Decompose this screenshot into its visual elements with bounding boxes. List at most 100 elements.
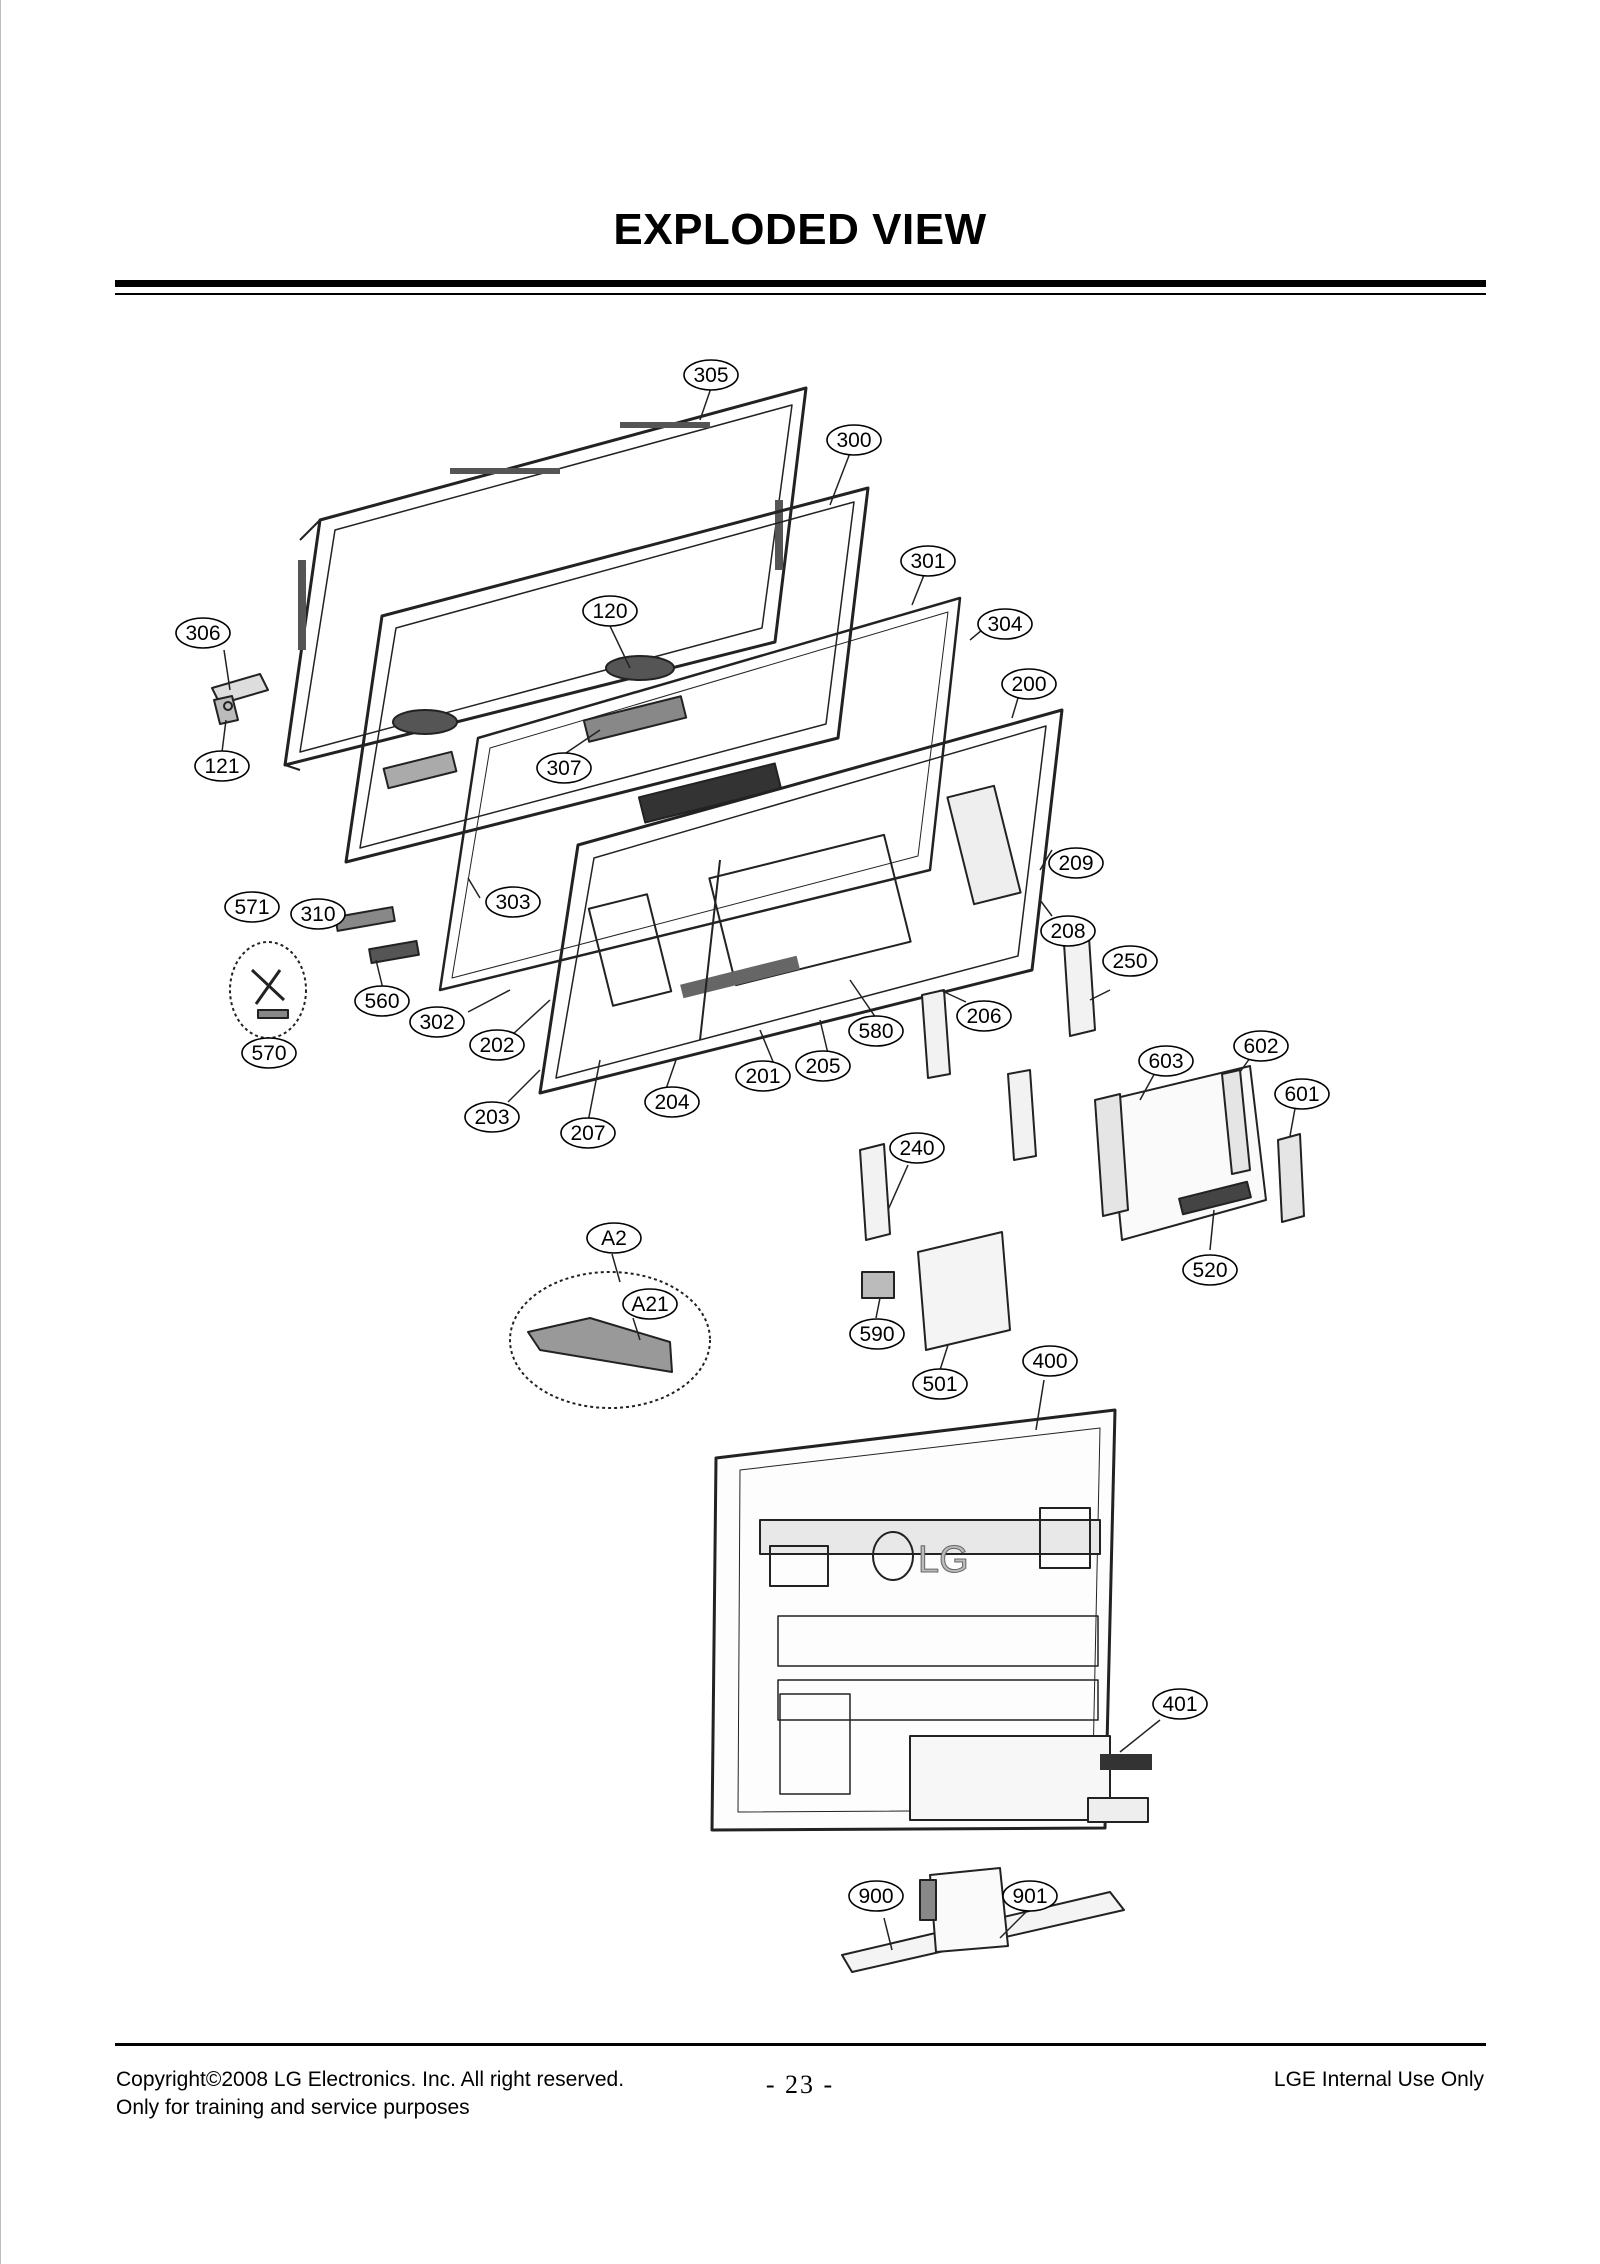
callout-label-601: 601 [1284,1083,1319,1106]
callout-label-401: 401 [1162,1693,1197,1716]
callout-label-250: 250 [1112,950,1147,973]
lg-logo: LG [918,1539,969,1581]
callout-label-304: 304 [987,613,1022,636]
callout-label-121: 121 [204,755,239,778]
bracket-240-shape [859,1143,891,1241]
footer-internal: LGE Internal Use Only [1273,2068,1484,2091]
callout-label-201: 201 [745,1065,780,1088]
callout-bubble-560 [354,985,410,1017]
callout-bubble-202 [469,1029,525,1061]
detail-group-571 [229,941,307,1039]
header-rule-thin [115,293,1486,295]
page-edge [0,0,1,2264]
callout-bubble-601 [1274,1078,1330,1110]
footer-copyright: Copyright©2008 LG Electronics. Inc. All … [116,2068,625,2091]
bracket-shape [1007,1069,1037,1161]
callout-label-305: 305 [693,364,728,387]
callout-label-120: 120 [592,600,627,623]
callout-label-602: 602 [1243,1035,1278,1058]
callout-bubble-501 [912,1368,968,1400]
page-title: EXPLODED VIEW [613,205,987,254]
main-board-part [1094,1065,1305,1241]
callout-bubble-250 [1102,945,1158,977]
callout-bubble-201 [735,1060,791,1092]
callout-bubble-602 [1233,1030,1289,1062]
callout-label-303: 303 [495,891,530,914]
callout-label-207: 207 [570,1122,605,1145]
callout-bubble-603 [1138,1045,1194,1077]
callout-bubble-240 [889,1132,945,1164]
detail-group-a2 [509,1271,711,1409]
callout-label-570: 570 [251,1042,286,1065]
callout-bubble-571 [224,891,280,923]
callout-label-a21: A21 [631,1293,668,1316]
callout-bubble-208 [1040,915,1096,947]
callout-bubble-901 [1002,1880,1058,1912]
callout-label-310: 310 [300,903,335,926]
callout-bubble-209 [1048,847,1104,879]
callout-bubble-200 [1001,668,1057,700]
callout-label-a2: A2 [601,1227,627,1250]
rear-cover-part: LG [710,1408,1152,1832]
callout-bubble-303 [485,886,541,918]
callout-bubble-306 [175,617,231,649]
callout-bubble-580 [848,1015,904,1047]
callout-bubble-400 [1022,1345,1078,1377]
header-rule [115,280,1486,287]
callout-label-300: 300 [836,429,871,452]
callout-bubble-307 [536,752,592,784]
callout-label-306: 306 [185,622,220,645]
page-number: - 23 - [765,2070,835,2099]
callout-bubble-300 [826,424,882,456]
callout-bubble-570 [241,1037,297,1069]
callout-label-520: 520 [1192,1259,1227,1282]
main-chassis-part [538,708,1064,1095]
callout-bubble-a21 [622,1288,678,1320]
bracket-501-shape [917,1231,1011,1351]
callout-label-580: 580 [858,1020,893,1043]
callout-label-501: 501 [922,1373,957,1396]
front-frame-part [344,486,870,864]
inner-frame-part [438,596,962,992]
callout-label-307: 307 [546,757,581,780]
callout-bubble-205 [795,1050,851,1082]
callout-bubble-204 [644,1086,700,1118]
callout-bubble-121 [194,750,250,782]
callout-label-900: 900 [858,1885,893,1908]
callout-label-202: 202 [479,1034,514,1057]
callout-label-560: 560 [364,990,399,1013]
front-bezel-part [283,386,808,771]
part-590-shape [861,1271,895,1299]
callout-label-206: 206 [966,1005,1001,1028]
side-bracket-part [211,673,269,725]
callout-label-603: 603 [1148,1050,1183,1073]
footer-purpose: Only for training and service purposes [116,2096,470,2119]
callout-label-571: 571 [234,896,269,919]
stand-part [841,1867,1125,1973]
callout-bubble-301 [900,545,956,577]
footer-left: Copyright©2008 LG Electronics. Inc. All … [116,2066,624,2122]
callout-bubble-a2 [586,1222,642,1254]
callout-label-240: 240 [899,1137,934,1160]
callout-bubble-305 [683,359,739,391]
callout-bubble-401 [1152,1688,1208,1720]
callout-label-209: 209 [1058,852,1093,875]
callout-label-590: 590 [859,1323,894,1346]
callout-label-203: 203 [474,1106,509,1129]
callout-group: 305 300 301 304 120 306 200 121 307 209 571 310 303 2… [175,359,1330,1912]
bracket-206-shape [921,989,951,1079]
callout-label-208: 208 [1050,920,1085,943]
callout-label-400: 400 [1032,1350,1067,1373]
callout-label-302: 302 [419,1011,454,1034]
callout-label-301: 301 [910,550,945,573]
callout-bubble-206 [956,1000,1012,1032]
callout-label-205: 205 [805,1055,840,1078]
callout-label-200: 200 [1011,673,1046,696]
callout-bubble-310 [290,898,346,930]
callout-bubble-900 [848,1880,904,1912]
callout-label-204: 204 [654,1091,689,1114]
callout-bubble-120 [582,595,638,627]
callout-bubble-203 [464,1101,520,1133]
callout-bubble-590 [849,1318,905,1350]
